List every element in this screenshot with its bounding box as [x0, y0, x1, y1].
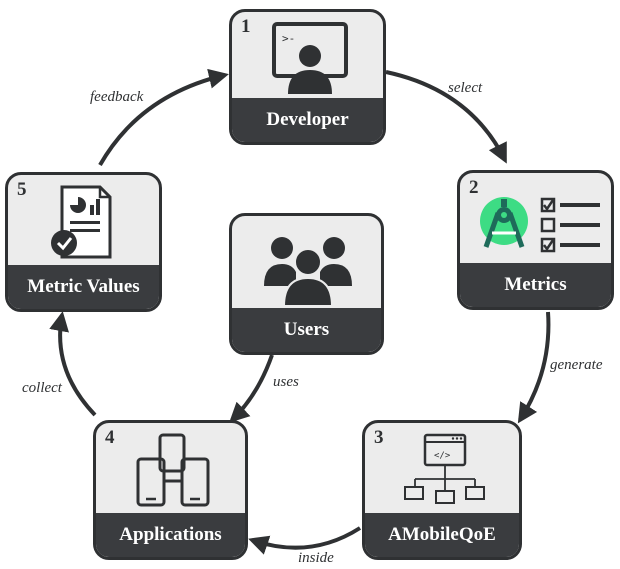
node-metric-values: 5 Metric Values — [5, 172, 162, 312]
code-window-icon: </> — [404, 433, 485, 504]
users-group-icon — [264, 237, 352, 306]
android-studio-icon — [480, 197, 528, 248]
developer-icon: >- — [272, 22, 348, 94]
arrow-feedback — [98, 68, 229, 166]
node-users-label: Users — [232, 308, 381, 352]
edge-label-feedback: feedback — [90, 89, 144, 105]
arrow-collect — [49, 311, 97, 417]
node-applications: 4 Applications — [93, 420, 248, 560]
node-users: Users — [229, 213, 384, 355]
node-metric-values-label: Metric Values — [8, 265, 159, 309]
arrow-select — [385, 70, 507, 164]
node-metrics-label: Metrics — [460, 263, 611, 307]
checklist-icon — [540, 197, 600, 253]
svg-text:</>: </> — [434, 451, 451, 461]
node-applications-label: Applications — [96, 513, 245, 557]
edge-label-collect: collect — [22, 380, 62, 396]
edge-label-uses: uses — [273, 374, 299, 390]
node-amobileqoe: 3 </> AMobileQoE — [362, 420, 522, 560]
node-amobileqoe-number: 3 — [374, 427, 384, 448]
node-applications-number: 4 — [105, 427, 115, 448]
arrow-generate — [517, 311, 551, 424]
edge-label-inside: inside — [298, 550, 334, 566]
node-metrics-number: 2 — [469, 177, 479, 198]
node-developer: 1 >- Developer — [229, 9, 386, 145]
node-metrics: 2 Metrics — [457, 170, 614, 310]
arrow-inside — [248, 526, 362, 555]
node-metric-values-number: 5 — [17, 179, 27, 200]
devices-icon — [136, 433, 210, 507]
node-developer-number: 1 — [241, 16, 251, 37]
report-document-icon — [51, 185, 112, 259]
svg-text:>-: >- — [282, 32, 295, 45]
edge-label-select: select — [448, 80, 483, 96]
edge-label-generate: generate — [550, 357, 603, 373]
arrow-uses — [229, 354, 274, 423]
node-developer-label: Developer — [232, 98, 383, 142]
node-amobileqoe-label: AMobileQoE — [365, 513, 519, 557]
